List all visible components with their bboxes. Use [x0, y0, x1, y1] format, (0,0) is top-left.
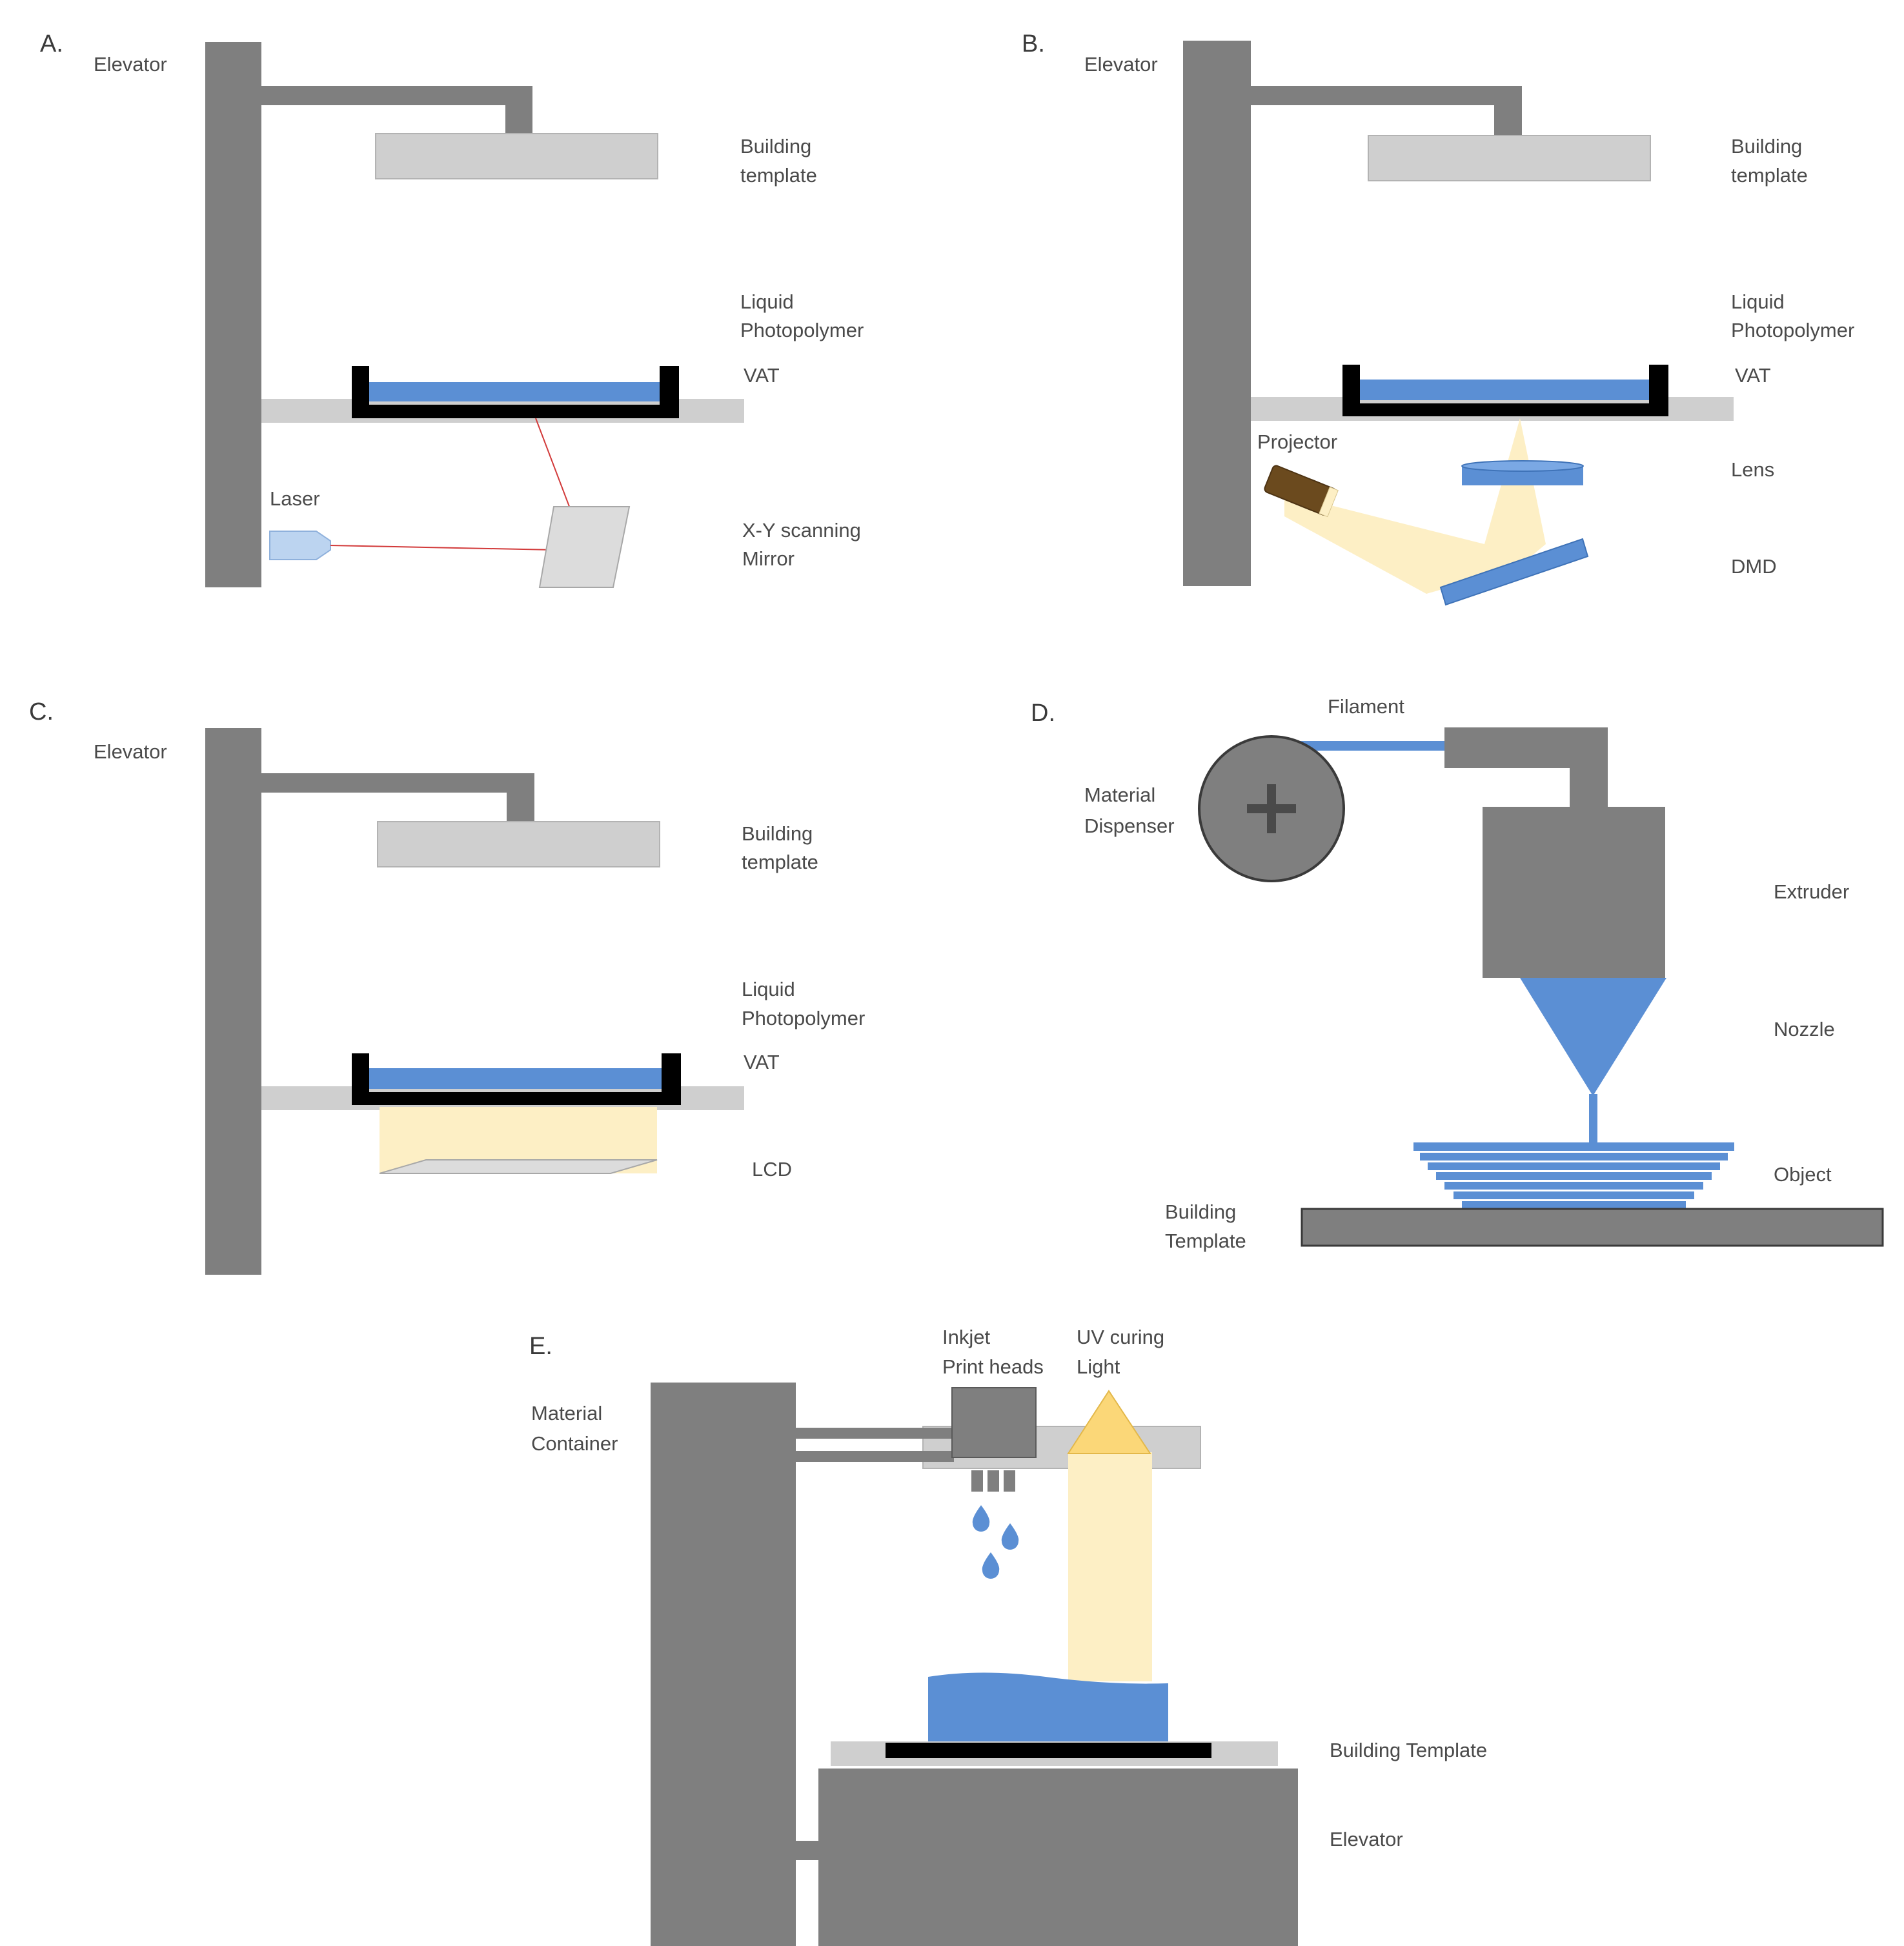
panel-c-letter: C.	[29, 698, 54, 725]
panel-d-building-template-label-2: Template	[1165, 1230, 1246, 1252]
panel-d-letter: D.	[1031, 700, 1055, 727]
panel-a-elevator-label: Elevator	[94, 53, 167, 76]
panel-e-print-nozzles	[971, 1470, 1015, 1492]
panel-e-material-container	[651, 1383, 796, 1946]
panel-a-elevator-arm	[261, 86, 532, 105]
panel-d-object-label: Object	[1774, 1163, 1832, 1186]
panel-c: C. Elevator Building template Liquid Pho…	[29, 698, 865, 1275]
panel-b-light-beam-lower	[1284, 494, 1546, 594]
panel-d-filament-label: Filament	[1328, 695, 1404, 718]
panel-d-extruder	[1483, 807, 1665, 978]
panel-c-liquid-label-2: Photopolymer	[742, 1007, 865, 1029]
panel-e-building-plate	[886, 1743, 1211, 1758]
panel-d: D. Filament Material Dispenser Extruder …	[1031, 695, 1884, 1252]
panel-a-elevator-drop	[505, 86, 532, 136]
panel-d-dispenser-label-2: Dispenser	[1084, 815, 1175, 837]
panel-a-liquid-label-2: Photopolymer	[740, 319, 864, 341]
panel-a: A. Elevator Building template Liquid Pho…	[40, 30, 864, 588]
panel-c-liquid-label-1: Liquid	[742, 978, 795, 1000]
panel-a-liquid-label-1: Liquid	[740, 290, 794, 313]
panel-c-building-template-label-1: Building	[742, 822, 813, 845]
panel-d-object	[1413, 1142, 1734, 1209]
panel-b-dmd	[1439, 538, 1589, 606]
panel-e-feed-line-upper	[796, 1428, 954, 1439]
panel-a-elevator-column	[205, 42, 261, 587]
panel-e-building-template-label: Building Template	[1330, 1739, 1487, 1761]
panel-b-dmd-label: DMD	[1731, 555, 1777, 578]
panel-c-elevator-label: Elevator	[94, 740, 167, 763]
panel-b-liquid-label-2: Photopolymer	[1731, 319, 1854, 341]
panel-e-uv-beam	[1068, 1452, 1152, 1681]
panel-a-vat-label: VAT	[744, 364, 780, 387]
panel-a-laser	[269, 531, 331, 560]
panel-a-mirror-label-1: X-Y scanning	[742, 519, 861, 542]
panel-b: B. Elevator Building template Liquid Pho…	[1022, 30, 1854, 606]
panel-e: E. Material Container Inkjet Print heads…	[529, 1326, 1487, 1946]
panel-e-printed-object	[928, 1672, 1168, 1743]
panel-a-mirror	[538, 506, 631, 588]
panel-b-resin	[1360, 380, 1649, 400]
panel-a-building-template-label-2: template	[740, 164, 817, 187]
panel-d-filament	[1277, 741, 1450, 751]
panel-a-vat	[352, 366, 679, 418]
panel-b-liquid-label-1: Liquid	[1731, 290, 1785, 313]
panel-d-nozzle	[1520, 978, 1666, 1096]
panel-c-elevator-drop	[507, 773, 534, 823]
panel-a-laser-label: Laser	[270, 487, 320, 510]
panel-a-building-template-label-1: Building	[740, 135, 811, 157]
panel-e-uv-lamp	[1067, 1390, 1151, 1454]
panel-c-vat-label: VAT	[744, 1051, 780, 1073]
panel-e-uv-label-2: Light	[1077, 1355, 1120, 1378]
panel-e-uv-label-1: UV curing	[1077, 1326, 1164, 1348]
panel-d-nozzle-label: Nozzle	[1774, 1018, 1835, 1040]
panel-e-elevator-link	[796, 1841, 818, 1860]
panel-a-laser-beam	[330, 418, 587, 552]
panel-d-building-template-label-1: Building	[1165, 1201, 1236, 1223]
panel-b-lens	[1461, 460, 1584, 485]
panel-b-lens-label: Lens	[1731, 458, 1774, 481]
panel-d-material-dispenser	[1198, 735, 1345, 882]
panel-b-letter: B.	[1022, 30, 1045, 57]
panel-d-dispenser-label-1: Material	[1084, 784, 1155, 806]
panel-e-inkjet-label-2: Print heads	[942, 1355, 1044, 1378]
panel-e-elevator-label: Elevator	[1330, 1828, 1403, 1850]
panel-b-elevator-drop	[1494, 86, 1522, 136]
panel-b-elevator-label: Elevator	[1084, 53, 1158, 76]
panel-a-letter: A.	[40, 30, 63, 57]
panel-d-extruder-label: Extruder	[1774, 880, 1849, 903]
panel-c-elevator-column	[205, 728, 261, 1275]
panel-b-elevator-arm	[1251, 86, 1522, 105]
panel-c-elevator-arm	[261, 773, 534, 793]
panel-d-extruder-neck	[1570, 727, 1608, 809]
panel-c-building-template-label-2: template	[742, 851, 818, 873]
panel-b-projector-label: Projector	[1257, 431, 1337, 453]
panel-e-material-container-label-2: Container	[531, 1432, 618, 1455]
panel-b-vat	[1342, 365, 1668, 416]
panel-e-droplets	[972, 1505, 1019, 1579]
panel-b-elevator-column	[1183, 41, 1251, 586]
panel-a-building-template	[375, 133, 658, 179]
panel-c-building-template	[377, 821, 660, 867]
panel-b-vat-label: VAT	[1735, 364, 1771, 387]
panel-b-building-template-label-2: template	[1731, 164, 1808, 187]
panel-c-vat	[352, 1053, 681, 1105]
panel-d-nozzle-tip	[1589, 1094, 1597, 1144]
panel-c-lcd-label: LCD	[752, 1158, 792, 1181]
panel-e-material-container-label-1: Material	[531, 1402, 602, 1424]
panel-c-lcd	[379, 1159, 658, 1174]
panel-e-inkjet-label-1: Inkjet	[942, 1326, 990, 1348]
panel-e-elevator	[818, 1769, 1298, 1946]
panel-c-resin	[369, 1068, 662, 1089]
panel-d-building-template	[1301, 1208, 1884, 1247]
panel-e-inkjet-head	[951, 1387, 1037, 1458]
panel-e-letter: E.	[529, 1333, 552, 1360]
panel-b-projector	[1264, 465, 1339, 518]
panel-e-feed-line-lower	[796, 1451, 954, 1462]
panel-a-mirror-label-2: Mirror	[742, 547, 795, 570]
panel-a-resin	[369, 382, 660, 401]
panel-b-building-template-label-1: Building	[1731, 135, 1802, 157]
panel-b-building-template	[1368, 135, 1651, 181]
